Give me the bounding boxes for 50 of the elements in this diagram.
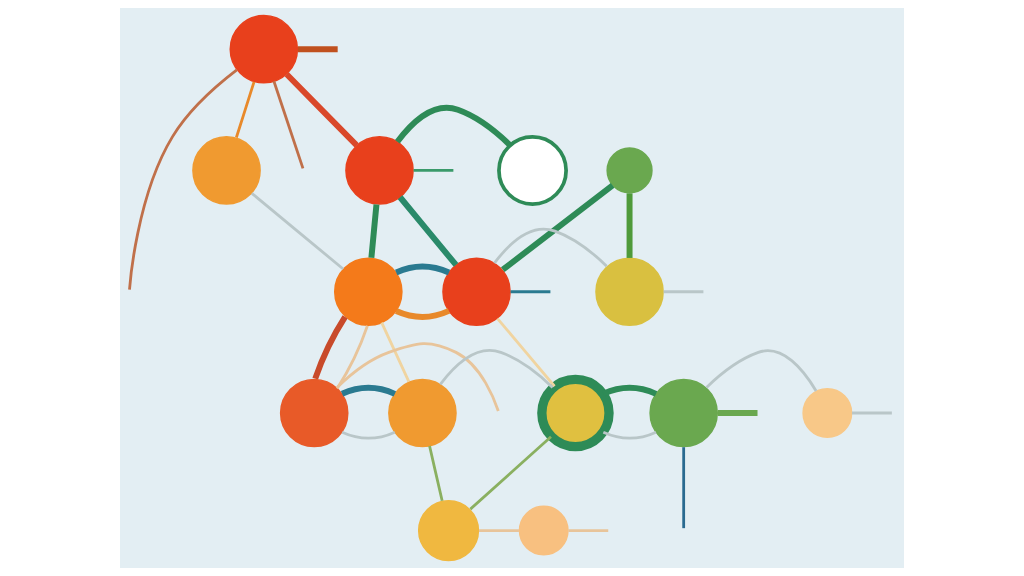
connector [568,529,609,532]
connector [336,342,500,412]
connector [380,322,411,383]
connector [340,384,396,397]
node-circle [595,257,664,327]
node-circle [649,378,718,448]
node-circle [537,374,614,452]
node-circle [802,388,853,439]
connector [626,193,633,258]
connector [500,182,615,273]
node-circle [345,136,414,205]
connector [395,308,451,320]
connector [395,263,451,276]
node-circle [442,257,511,327]
connector [297,46,338,53]
node-circle [388,378,457,448]
connector [284,72,359,148]
connector [682,447,686,529]
connector [395,104,512,148]
connector [663,290,704,294]
connector [705,349,818,392]
connector [397,195,459,267]
connector [272,80,305,169]
node-circle [417,499,480,562]
node-circle [192,136,261,205]
connector [235,81,256,138]
connector [428,445,444,502]
connector [312,315,348,380]
node-circle [229,14,299,84]
connector [250,192,345,271]
connector [479,529,519,532]
connector [510,290,551,294]
node-circle [334,257,403,327]
connector [128,68,238,290]
connector [341,430,396,440]
connector [413,169,454,172]
node-circle [279,378,349,448]
node-circle [606,147,653,194]
connector [368,204,380,259]
connector [439,349,554,389]
connector [602,384,658,397]
connector [852,411,892,415]
connector [717,410,758,416]
node-circle [518,505,569,556]
node-circle [497,135,568,206]
connector [493,227,608,268]
connector [496,317,556,388]
connector [335,325,369,390]
connector [469,435,552,511]
connector [602,430,657,440]
